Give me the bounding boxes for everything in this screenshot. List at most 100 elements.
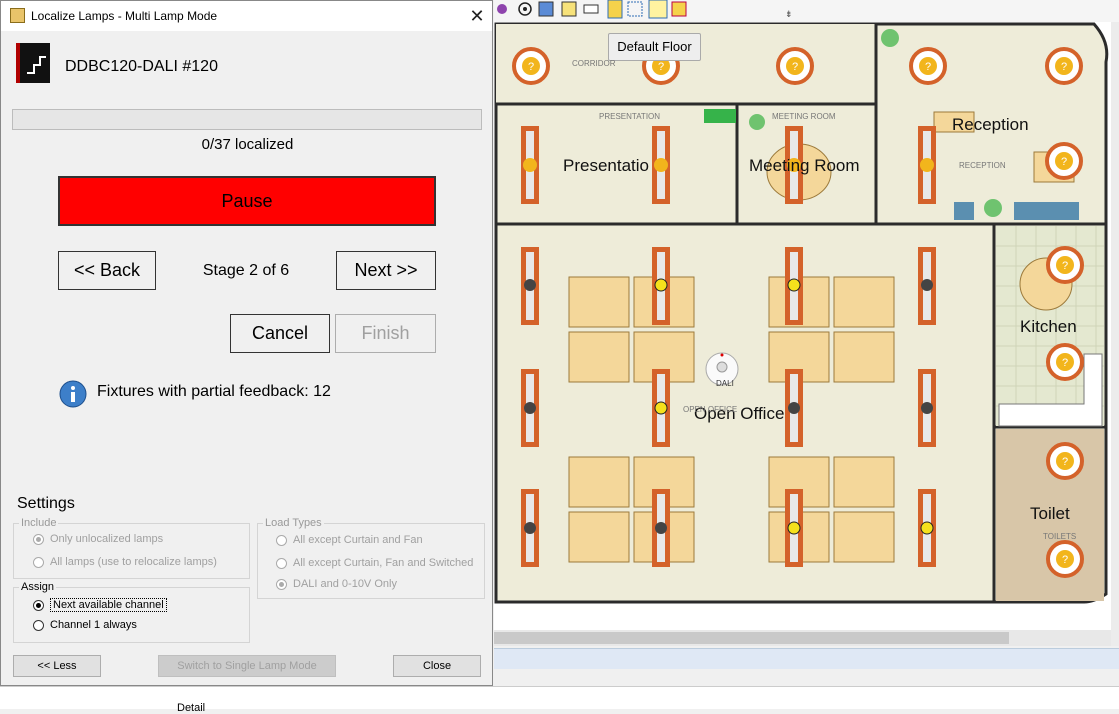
linear-fixture-partial-icon[interactable] [785, 489, 803, 567]
linear-fixture-off-icon[interactable] [785, 369, 803, 447]
room-label-open-office: Open Office [694, 404, 785, 423]
radio-label: All except Curtain and Fan [293, 534, 423, 546]
close-icon[interactable]: ✕ [469, 6, 485, 26]
kitchen-counter [998, 353, 1103, 427]
radio-icon[interactable] [276, 578, 287, 590]
switch-single-lamp-button[interactable]: Switch to Single Lamp Mode [158, 655, 336, 677]
settings-title: Settings [17, 495, 75, 512]
device-stairs-icon [27, 56, 46, 74]
lamp-unknown-icon[interactable]: ? [1046, 343, 1084, 381]
pause-button[interactable]: Pause [58, 176, 436, 226]
toolbar-active-icon[interactable] [648, 0, 668, 19]
radio-icon[interactable] [33, 619, 44, 631]
toolbar-lamp-icon[interactable] [607, 0, 623, 19]
lamp-unknown-icon[interactable]: ? [512, 47, 550, 85]
reception-sofa [954, 202, 974, 220]
horizontal-scroll-thumb[interactable] [494, 632, 1009, 644]
dialog-title: Localize Lamps - Multi Lamp Mode [31, 9, 218, 23]
radio-icon[interactable] [276, 557, 287, 569]
assign-group [13, 587, 250, 643]
toolbar-layer-icon[interactable] [671, 1, 687, 17]
radio-label: All except Curtain, Fan and Switched [293, 557, 474, 569]
lamp-unknown-icon[interactable]: ? [1045, 142, 1083, 180]
linear-fixture-off-icon[interactable] [521, 489, 539, 567]
back-button[interactable]: << Back [58, 251, 156, 290]
toolbar-icons: ⇟ [497, 0, 793, 19]
load-types-group [257, 523, 485, 599]
close-button[interactable]: Close [393, 655, 481, 677]
linear-fixture-partial-icon[interactable] [918, 489, 936, 567]
radio-icon[interactable] [33, 599, 44, 611]
assign-legend: Assign [19, 581, 57, 593]
linear-fixture-unknown-icon[interactable] [918, 126, 936, 204]
toolbar-doc-icon[interactable] [561, 1, 577, 17]
interior-walls [496, 24, 1106, 602]
toolbar-select-icon[interactable] [627, 1, 643, 17]
small-label-open-office: OPEN OFFICE [683, 405, 738, 414]
svg-text:?: ? [1062, 456, 1068, 468]
app-icon [10, 8, 25, 23]
svg-text:?: ? [1062, 554, 1068, 566]
include-legend: Include [19, 517, 59, 529]
horizontal-scrollbar[interactable] [494, 630, 1111, 646]
load-type-option-2[interactable]: All except Curtain, Fan and Switched [276, 557, 473, 569]
room-label-kitchen: Kitchen [1020, 317, 1077, 336]
lamp-unknown-icon[interactable]: ? [1045, 47, 1083, 85]
toolbar-overflow-icon[interactable]: ⇟ [785, 9, 793, 19]
load-type-option-1[interactable]: All except Curtain and Fan [276, 534, 423, 546]
lamp-unknown-icon[interactable]: ? [776, 47, 814, 85]
svg-text:?: ? [1061, 61, 1067, 73]
progress-text: 0/37 localized [201, 136, 294, 153]
info-icon [58, 380, 88, 410]
linear-fixture-unknown-icon[interactable] [652, 126, 670, 204]
toolbar-target-icon[interactable] [518, 2, 532, 16]
linear-fixture-off-icon[interactable] [521, 369, 539, 447]
linear-fixture-off-icon[interactable] [918, 247, 936, 325]
plant [984, 199, 1002, 217]
lamp-unknown-icon[interactable]: ? [1046, 246, 1084, 284]
load-type-option-3[interactable]: DALI and 0-10V Only [276, 578, 397, 590]
toolbar-ruler-icon[interactable] [583, 4, 599, 14]
linear-fixture-off-icon[interactable] [918, 369, 936, 447]
linear-fixture-partial-icon[interactable] [652, 247, 670, 325]
linear-fixture-partial-icon[interactable] [652, 369, 670, 447]
radio-icon[interactable] [33, 533, 44, 545]
svg-text:?: ? [1061, 156, 1067, 168]
include-option-unlocalized[interactable]: Only unlocalized lamps [33, 533, 163, 545]
assign-option-next-available[interactable]: Next available channel [33, 598, 167, 612]
less-button[interactable]: << Less [13, 655, 101, 677]
lamp-unknown-icon[interactable]: ? [909, 47, 947, 85]
linear-fixture-off-icon[interactable] [521, 247, 539, 325]
dialog-titlebar[interactable]: Localize Lamps - Multi Lamp Mode ✕ [1, 1, 492, 31]
exit-sign [704, 109, 736, 123]
small-label-corridor: CORRIDOR [572, 59, 616, 68]
linear-fixture-unknown-icon[interactable] [785, 126, 803, 204]
floor-plan-canvas[interactable]: ? ? ? ? ? ? ? ? ? ? [494, 22, 1111, 630]
linear-fixture-partial-icon[interactable] [785, 247, 803, 325]
background-toolbar: ⇟ [494, 0, 1119, 23]
lamp-unknown-icon[interactable]: ? [1046, 442, 1084, 480]
include-group [13, 523, 250, 579]
floor-tag[interactable]: Default Floor [608, 33, 701, 61]
reception-desk [933, 111, 975, 133]
radio-icon[interactable] [33, 556, 44, 568]
progress-bar [12, 109, 482, 130]
device-icon [16, 43, 50, 83]
toolbar-tool-icon[interactable] [497, 4, 507, 14]
assign-option-channel-1[interactable]: Channel 1 always [33, 619, 137, 631]
finish-button[interactable]: Finish [335, 314, 436, 353]
detail-label: Detail [177, 702, 206, 714]
vertical-scrollbar[interactable] [1111, 22, 1119, 646]
bottom-panel [0, 686, 1119, 709]
lamp-unknown-icon[interactable]: ? [1046, 540, 1084, 578]
cancel-button[interactable]: Cancel [230, 314, 330, 353]
linear-fixture-off-icon[interactable] [652, 489, 670, 567]
toolbar-image-icon[interactable] [538, 1, 554, 17]
radio-icon[interactable] [276, 534, 287, 546]
room-label-toilet: Toilet [1030, 504, 1070, 523]
dali-controller-icon[interactable] [705, 352, 739, 386]
include-option-all[interactable]: All lamps (use to relocalize lamps) [33, 556, 217, 568]
device-name: DDBC120-DALI #120 [65, 58, 218, 75]
linear-fixture-unknown-icon[interactable] [521, 126, 539, 204]
next-button[interactable]: Next >> [336, 251, 436, 290]
